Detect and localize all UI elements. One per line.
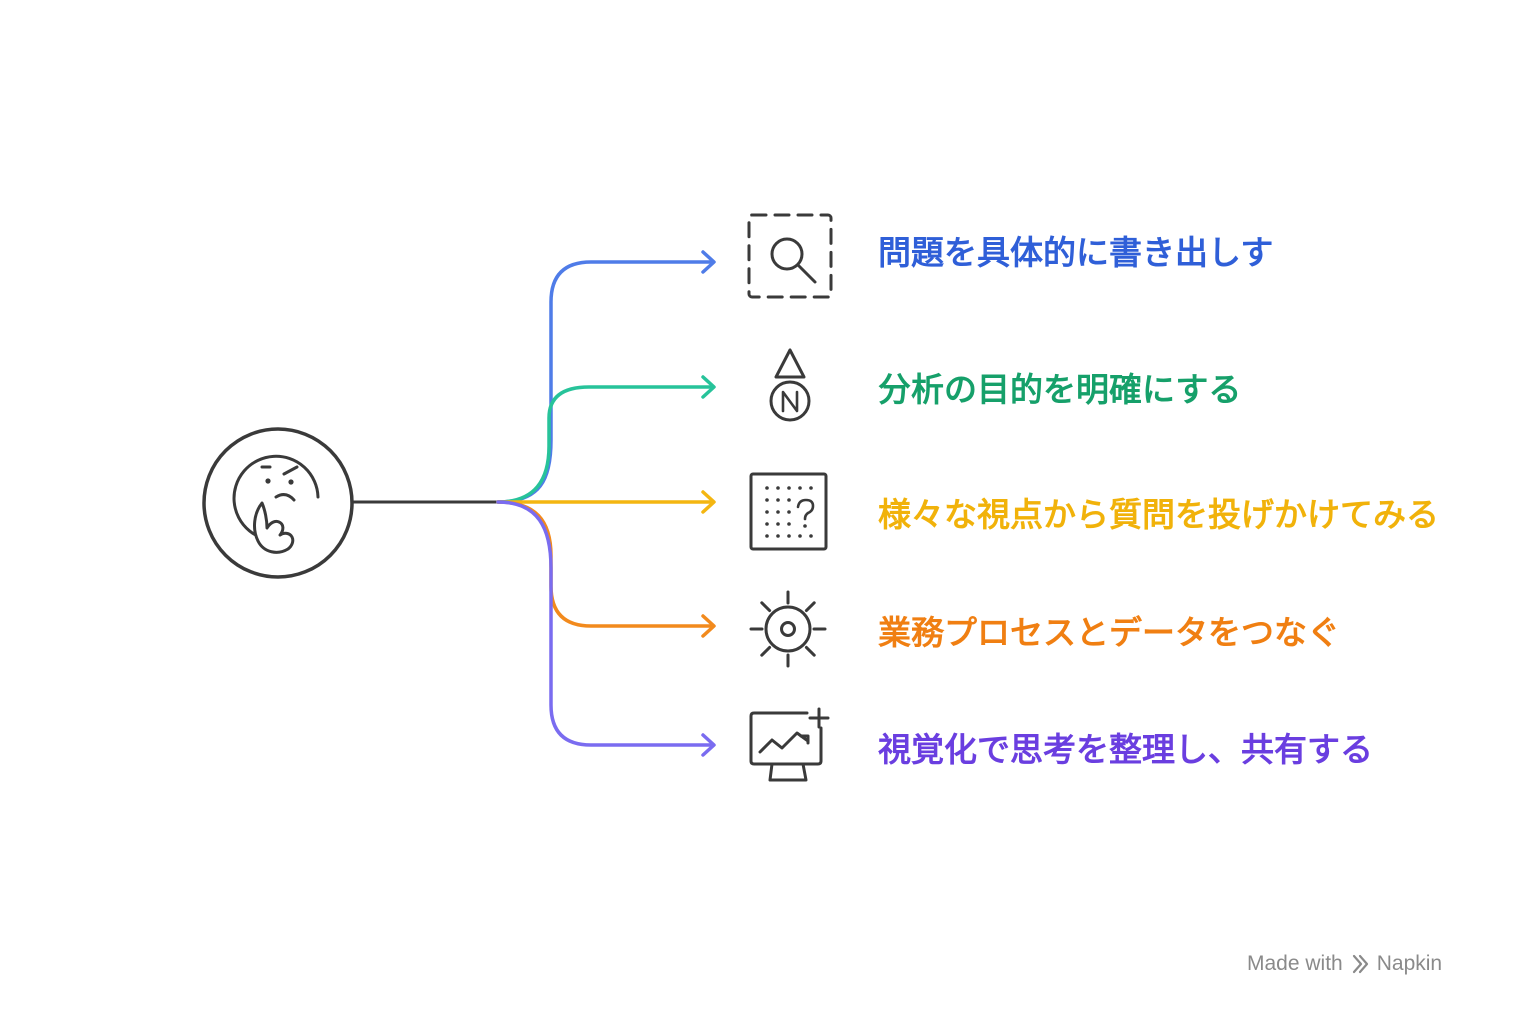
napkin-watermark[interactable]: Made with Napkin xyxy=(1247,952,1442,976)
branch-label-2: 分析の目的を明確にする xyxy=(878,370,1242,409)
monitor-chart-plus-icon xyxy=(749,707,830,782)
branch-connector-1 xyxy=(496,260,714,504)
dot-grid-question-icon xyxy=(749,472,828,551)
branch-label-4: 業務プロセスとデータをつなぐ xyxy=(878,613,1340,652)
branch-connector-2 xyxy=(496,385,714,504)
sun-ray xyxy=(804,601,816,613)
branch-arrowhead-5 xyxy=(701,733,716,757)
dashed-square-magnifier-icon xyxy=(747,213,833,299)
branch-connector-5 xyxy=(496,500,714,747)
branch-label-5: 視覚化で思考を整理し、共有する xyxy=(878,730,1373,769)
branch-arrowhead-4 xyxy=(701,614,716,638)
branch-arrowhead-3 xyxy=(701,490,716,514)
napkin-chevron-icon xyxy=(1352,954,1368,974)
branch-arrowhead-1 xyxy=(701,250,716,274)
watermark-made-with: Made with xyxy=(1247,952,1343,975)
sun-ray xyxy=(760,601,772,613)
sun-ray xyxy=(760,645,772,657)
compass-north-icon xyxy=(769,348,811,422)
branch-label-3: 様々な視点から質問を投げかけてみる xyxy=(878,495,1439,534)
thinking-face-icon xyxy=(202,427,354,579)
branch-connector-4 xyxy=(496,500,714,628)
sun-gear-icon xyxy=(749,590,827,668)
branch-label-1: 問題を具体的に書き出しす xyxy=(878,233,1274,272)
sun-ray xyxy=(804,645,816,657)
branch-arrowhead-2 xyxy=(701,375,716,399)
watermark-brand: Napkin xyxy=(1376,952,1443,975)
